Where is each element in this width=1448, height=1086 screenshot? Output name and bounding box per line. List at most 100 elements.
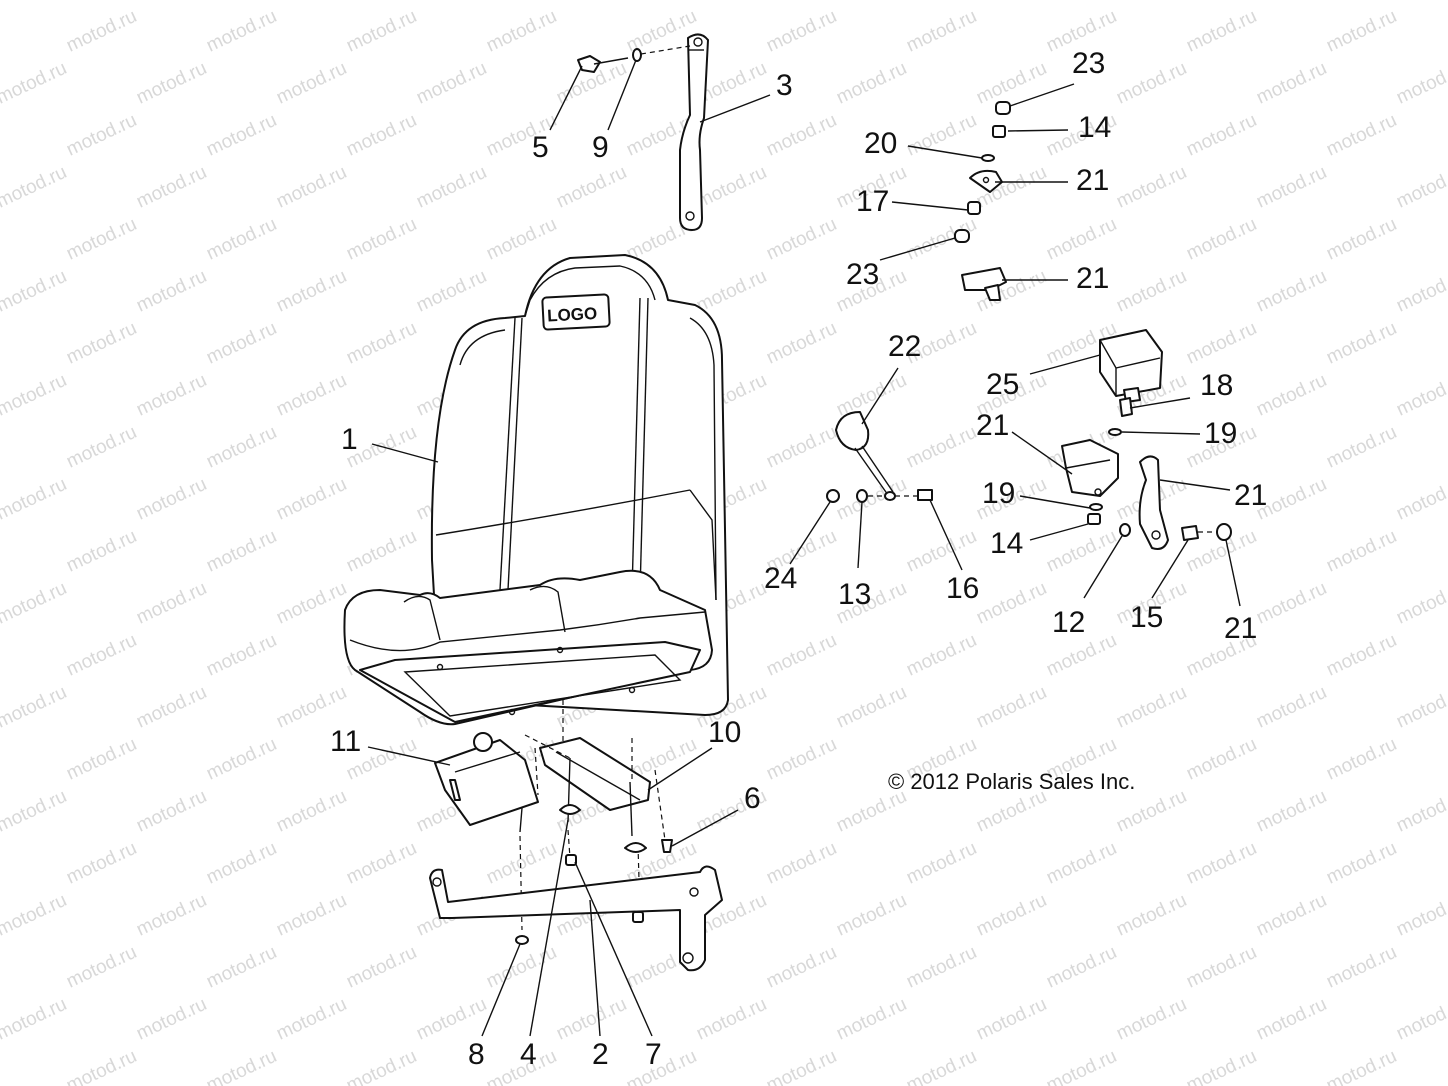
watermark-text: motod.ru xyxy=(273,162,350,213)
watermark-text: motod.ru xyxy=(693,994,770,1045)
callout-16: 16 xyxy=(946,572,979,605)
watermark-text: motod.ru xyxy=(203,422,280,473)
watermark-text: motod.ru xyxy=(1043,838,1120,889)
watermark-text: motod.ru xyxy=(203,734,280,785)
callout-19-upper: 19 xyxy=(1204,417,1237,450)
watermark-text: motod.ru xyxy=(553,0,630,5)
watermark-text: motod.ru xyxy=(273,474,350,525)
watermark-text: motod.ru xyxy=(413,58,490,109)
watermark-text: motod.ru xyxy=(1323,214,1400,265)
watermark-text: motod.ru xyxy=(973,994,1050,1045)
watermark-text: motod.ru xyxy=(1253,162,1330,213)
watermark-text: motod.ru xyxy=(63,214,140,265)
watermark-text: motod.ru xyxy=(133,370,210,421)
callout-5: 5 xyxy=(532,131,549,164)
watermark-text: motod.ru xyxy=(413,266,490,317)
callout-4: 4 xyxy=(520,1038,537,1071)
watermark-text: motod.ru xyxy=(1183,6,1260,57)
callout-23-top: 23 xyxy=(1072,47,1105,80)
watermark-text: motod.ru xyxy=(763,318,840,369)
watermark-text: motod.ru xyxy=(1323,6,1400,57)
seat-rail-assembly xyxy=(429,700,723,972)
watermark-text: motod.ru xyxy=(553,162,630,213)
watermark-text: motod.ru xyxy=(1393,474,1448,525)
callout-24: 24 xyxy=(764,562,797,595)
watermark-text: motod.ru xyxy=(1043,942,1120,993)
watermark-text: motod.ru xyxy=(63,318,140,369)
logo-label: LOGO xyxy=(547,304,598,326)
watermark-text: motod.ru xyxy=(413,994,490,1045)
seat-belt-hardware xyxy=(826,101,1232,550)
watermark-text: motod.ru xyxy=(833,58,910,109)
watermark-text: motod.ru xyxy=(343,110,420,161)
watermark-text: motod.ru xyxy=(0,266,70,317)
watermark-text: motod.ru xyxy=(1183,942,1260,993)
watermark-text: motod.ru xyxy=(1253,370,1330,421)
watermark-text: motod.ru xyxy=(903,1046,980,1086)
watermark-text: motod.ru xyxy=(343,214,420,265)
watermark-text: motod.ru xyxy=(413,162,490,213)
watermark-text: motod.ru xyxy=(763,942,840,993)
watermark-text: motod.ru xyxy=(273,578,350,629)
watermark-text: motod.ru xyxy=(0,58,70,109)
callout-21-anchor: 21 xyxy=(1076,164,1109,197)
watermark-text: motod.ru xyxy=(1253,58,1330,109)
watermark-text: motod.ru xyxy=(903,942,980,993)
watermark-text: motod.ru xyxy=(133,994,210,1045)
callout-23-lower: 23 xyxy=(846,258,879,291)
callout-3: 3 xyxy=(776,69,793,102)
callout-14-lower: 14 xyxy=(990,527,1023,560)
watermark-text: motod.ru xyxy=(273,266,350,317)
watermark-text: motod.ru xyxy=(763,1046,840,1086)
callout-labels: 1 2 3 4 5 6 7 8 9 10 11 12 13 14 14 15 1… xyxy=(330,47,1267,1071)
watermark-text: motod.ru xyxy=(1113,682,1190,733)
watermark-text: motod.ru xyxy=(973,890,1050,941)
watermark-text: motod.ru xyxy=(343,526,420,577)
watermark-text: motod.ru xyxy=(1323,734,1400,785)
watermark-text: motod.ru xyxy=(763,734,840,785)
watermark-text: motod.ru xyxy=(763,110,840,161)
watermark-text: motod.ru xyxy=(763,630,840,681)
watermark-text: motod.ru xyxy=(973,682,1050,733)
leader-lines xyxy=(367,59,1241,1037)
watermark-text: motod.ru xyxy=(133,578,210,629)
watermark-text: motod.ru xyxy=(0,0,70,5)
watermark-text: motod.ru xyxy=(1323,630,1400,681)
watermark-text: motod.ru xyxy=(0,786,70,837)
callout-21-latch: 21 xyxy=(976,409,1009,442)
watermark-text: motod.ru xyxy=(833,682,910,733)
watermark-text: motod.ru xyxy=(763,6,840,57)
shoulder-strap-assembly xyxy=(577,33,709,231)
watermark-text: motod.ru xyxy=(903,526,980,577)
watermark-text: motod.ru xyxy=(1253,994,1330,1045)
watermark-text: motod.ru xyxy=(133,682,210,733)
watermark-text: motod.ru xyxy=(343,838,420,889)
watermark-text: motod.ru xyxy=(1043,1046,1120,1086)
watermark-text: motod.ru xyxy=(203,942,280,993)
watermark-text: motod.ru xyxy=(0,162,70,213)
watermark-text: motod.ru xyxy=(1253,890,1330,941)
watermark-text: motod.ru xyxy=(1113,162,1190,213)
watermark-text: motod.ru xyxy=(1393,786,1448,837)
callout-21-cap: 21 xyxy=(1224,612,1257,645)
watermark-text: motod.ru xyxy=(203,630,280,681)
watermark-text: motod.ru xyxy=(343,318,420,369)
watermark-text: motod.ru xyxy=(203,526,280,577)
watermark-text: motod.ru xyxy=(973,58,1050,109)
watermark-text: motod.ru xyxy=(693,162,770,213)
watermark-text: motod.ru xyxy=(63,422,140,473)
watermark-text: motod.ru xyxy=(273,0,350,5)
watermark-text: motod.ru xyxy=(0,578,70,629)
watermark-text: motod.ru xyxy=(203,318,280,369)
callout-13: 13 xyxy=(838,578,871,611)
watermark-text: motod.ru xyxy=(1253,578,1330,629)
watermark-text: motod.ru xyxy=(63,942,140,993)
seat-assembly: LOGO xyxy=(343,254,729,726)
watermark-text: motod.ru xyxy=(0,890,70,941)
watermark-text: motod.ru xyxy=(133,890,210,941)
watermark-text: motod.ru xyxy=(1323,1046,1400,1086)
callout-14-top: 14 xyxy=(1078,111,1111,144)
watermark-text: motod.ru xyxy=(63,526,140,577)
watermark-text: motod.ru xyxy=(483,214,560,265)
watermark-text: motod.ru xyxy=(63,1046,140,1086)
